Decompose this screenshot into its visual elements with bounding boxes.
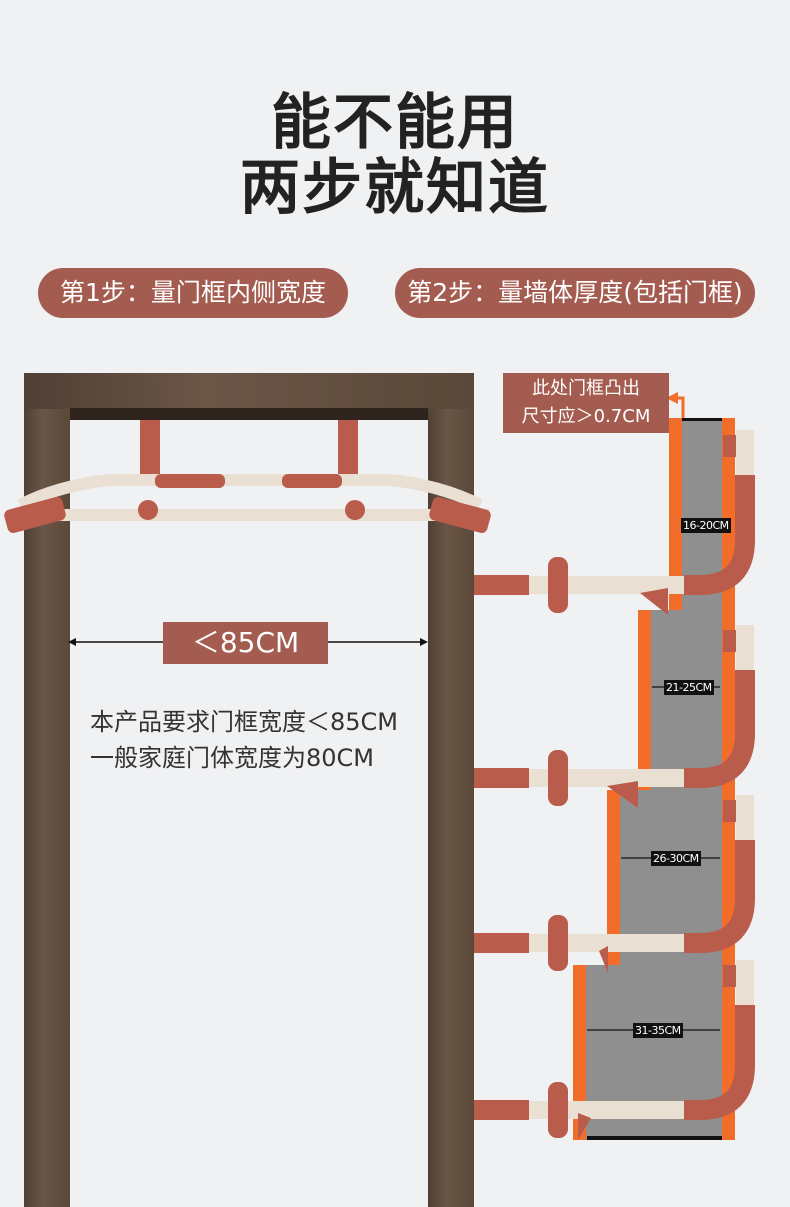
bar-grip-2 <box>474 768 529 788</box>
wall-thickness-diagram <box>474 392 755 1140</box>
door-requirement-text: 本产品要求门框宽度＜85CM <box>90 708 399 736</box>
bar-hook-3 <box>736 795 754 835</box>
bar-hook-pad-2 <box>723 630 736 652</box>
bar-curve-4 <box>684 1005 755 1120</box>
headline-line-2: 两步就知道 <box>240 153 550 223</box>
bar-hook-4 <box>736 960 754 1000</box>
bar-grip-3 <box>474 933 529 953</box>
bar-grip-1 <box>474 575 529 595</box>
step-2-label: 第2步：量墙体厚度(包括门框) <box>395 268 755 318</box>
grip-left <box>4 496 66 534</box>
door-frame-inner-edge <box>70 408 428 420</box>
headline-line-1: 能不能用 <box>271 88 519 158</box>
bar-bracket-4 <box>578 1113 591 1140</box>
wall-range-2: 21-25CM <box>664 680 714 695</box>
grip-right <box>429 496 491 534</box>
bar-hook-1 <box>736 430 754 470</box>
wall-range-3: 26-30CM <box>651 851 701 866</box>
bar-bracket-3 <box>599 946 608 973</box>
protrusion-arrow-head <box>666 392 678 404</box>
wall-bottom-edge <box>587 1136 722 1140</box>
bar-bracket-2 <box>607 781 638 808</box>
bar-curve-3 <box>684 840 755 953</box>
bar-curve-1 <box>684 475 755 595</box>
wall-top-edge <box>682 418 722 421</box>
wall-concrete-2 <box>651 610 722 790</box>
door-typical-width-text: 一般家庭门体宽度为80CM <box>90 744 375 772</box>
step-1-label: 第1步：量门框内侧宽度 <box>38 268 348 318</box>
bar-curve-2 <box>684 670 755 788</box>
door-frame-top-beam <box>24 373 474 409</box>
frame-protrusion-note: 此处门框凸出 尺寸应＞0.7CM <box>503 373 669 433</box>
bar-grip-4 <box>474 1100 529 1120</box>
bar-hook-2 <box>736 625 754 665</box>
bar-hook-pad-4 <box>723 965 736 987</box>
wall-range-1: 16-20CM <box>681 518 731 533</box>
wall-range-4: 31-35CM <box>633 1023 683 1038</box>
pullup-bar-front-view <box>4 420 491 534</box>
note-line-2: 尺寸应＞0.7CM <box>521 406 651 427</box>
door-width-label: ＜85CM <box>163 622 328 664</box>
bar-knob-4 <box>548 1082 568 1138</box>
bar-knob-3 <box>548 915 568 971</box>
bar-bracket-1 <box>640 588 668 615</box>
bar-hook-pad-1 <box>723 435 736 457</box>
bar-bracket-right <box>338 420 358 480</box>
note-line-1: 此处门框凸出 <box>532 378 640 399</box>
bar-bracket-left <box>140 420 160 480</box>
bar-hook-pad-3 <box>723 800 736 822</box>
bar-knob-2 <box>548 750 568 806</box>
bar-knob-1 <box>548 557 568 613</box>
